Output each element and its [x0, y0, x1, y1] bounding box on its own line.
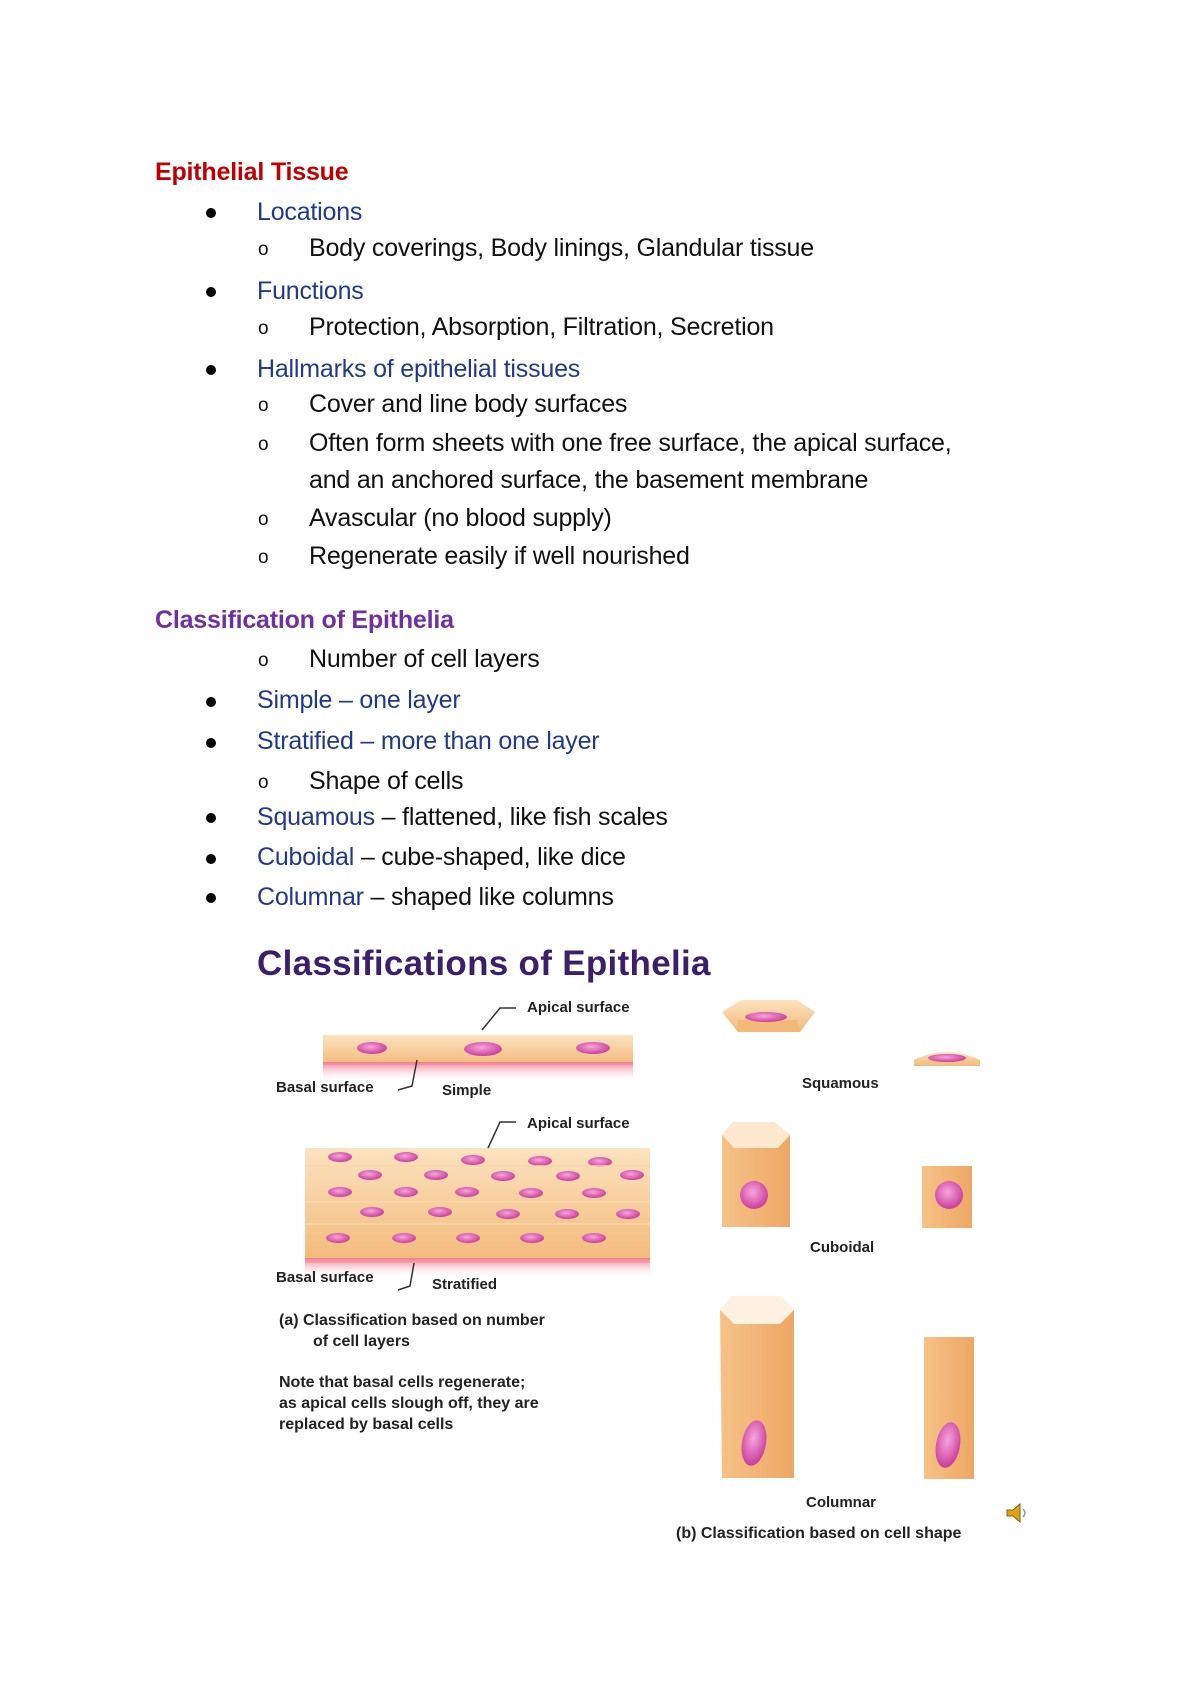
sub-item: Cover and line body surfaces: [309, 390, 628, 418]
list-item-simple: Simple – one layer: [257, 686, 461, 714]
speaker-icon[interactable]: [1005, 1502, 1031, 1524]
label-basal-stratified: Basal surface: [276, 1269, 374, 1286]
heading-epithelial-tissue: Epithelial Tissue: [155, 158, 349, 186]
bullet-icon: [206, 893, 216, 903]
sub-item: Body coverings, Body linings, Glandular …: [309, 234, 814, 262]
circle-bullet-icon: o: [258, 434, 269, 455]
list-item-hallmarks: Hallmarks of epithelial tissues: [257, 355, 581, 383]
list-item-squamous: Squamous – flattened, like fish scales: [257, 802, 668, 832]
list-item-columnar: Columnar – shaped like columns: [257, 882, 614, 912]
caption-a: (a) Classification based on number: [279, 1312, 545, 1329]
bullet-icon: [206, 813, 216, 823]
sub-item-continuation: and an anchored surface, the basement me…: [309, 466, 869, 494]
list-item-functions: Functions: [257, 277, 364, 305]
label-cuboidal: Cuboidal: [810, 1239, 875, 1256]
label-apical-simple: Apical surface: [527, 999, 630, 1016]
circle-bullet-icon: o: [258, 547, 269, 568]
circle-bullet-icon: o: [258, 650, 269, 671]
desc: – cube-shaped, like dice: [354, 843, 626, 871]
sub-item: Protection, Absorption, Filtration, Secr…: [309, 313, 774, 341]
circle-bullet-icon: o: [258, 395, 269, 416]
note-line: Note that basal cells regenerate;: [279, 1374, 526, 1391]
circle-bullet-icon: o: [258, 772, 269, 793]
circle-bullet-icon: o: [258, 239, 269, 260]
list-item-stratified: Stratified – more than one layer: [257, 727, 600, 755]
sub-item: Number of cell layers: [309, 645, 540, 673]
caption-b: (b) Classification based on cell shape: [676, 1525, 962, 1542]
label-basal-simple: Basal surface: [276, 1079, 374, 1096]
sub-item: Regenerate easily if well nourished: [309, 542, 690, 570]
bullet-icon: [206, 697, 216, 707]
label-squamous: Squamous: [802, 1075, 879, 1092]
list-item-cuboidal: Cuboidal – cube-shaped, like dice: [257, 842, 626, 872]
figure-title: Classifications of Epithelia: [257, 944, 711, 983]
bullet-icon: [206, 738, 216, 748]
list-item-locations: Locations: [257, 198, 363, 226]
bullet-icon: [206, 365, 216, 375]
heading-classification: Classification of Epithelia: [155, 606, 454, 634]
bullet-icon: [206, 287, 216, 297]
term: Cuboidal: [257, 843, 355, 871]
bullet-icon: [206, 854, 216, 864]
desc: – shaped like columns: [363, 883, 614, 911]
sub-item: Avascular (no blood supply): [309, 504, 612, 532]
sub-item: Shape of cells: [309, 767, 464, 795]
label-apical-stratified: Apical surface: [527, 1115, 630, 1132]
note-line: as apical cells slough off, they are: [279, 1395, 539, 1412]
caption-a-line2: of cell layers: [313, 1333, 410, 1350]
label-simple: Simple: [442, 1082, 492, 1099]
term: Squamous: [257, 803, 375, 831]
desc: – flattened, like fish scales: [374, 803, 668, 831]
circle-bullet-icon: o: [258, 509, 269, 530]
bullet-icon: [206, 208, 216, 218]
sub-item: Often form sheets with one free surface,…: [309, 429, 952, 457]
term: Columnar: [257, 883, 364, 911]
circle-bullet-icon: o: [258, 318, 269, 339]
note-line: replaced by basal cells: [279, 1416, 454, 1433]
label-stratified: Stratified: [432, 1276, 498, 1293]
label-columnar: Columnar: [806, 1494, 877, 1511]
